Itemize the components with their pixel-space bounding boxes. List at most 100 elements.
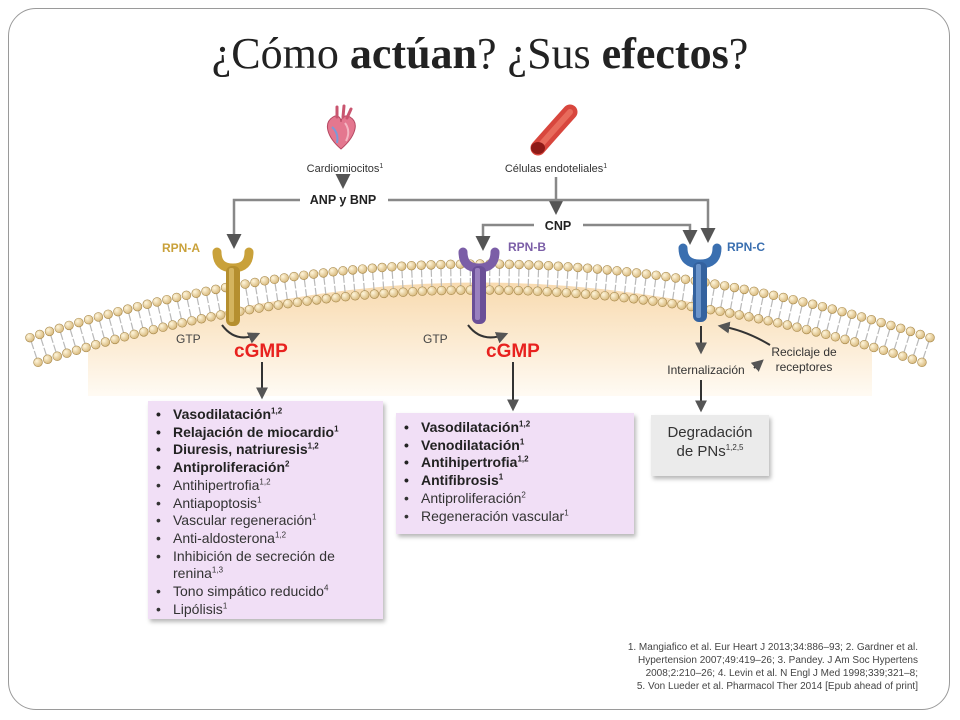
effect-a-item-text: Lipólisis [173, 600, 223, 617]
lipid-head [504, 259, 515, 270]
lipid-head [42, 354, 53, 364]
lipid-head [648, 296, 658, 306]
lipid-head [408, 286, 418, 297]
lipid-head [542, 286, 552, 297]
effect-a-item-sup: 2 [285, 459, 290, 469]
effect-b-item-sup: 2 [521, 490, 526, 500]
lipid-head [83, 314, 94, 325]
lipid-head [289, 271, 299, 282]
effect-b-item-sup: 1 [498, 472, 504, 482]
effect-b-item: Vasodilatación1,2 [404, 419, 634, 437]
effect-a-item: Lipólisis1 [156, 601, 383, 619]
effects-box-rpn-a: Vasodilatación1,2Relajación de miocardio… [148, 401, 383, 619]
rpn-c-label: RPN-C [727, 240, 765, 254]
lipid-head [759, 288, 769, 298]
lipid-head [158, 322, 168, 332]
lipid-head [211, 284, 221, 295]
lipid-head [348, 265, 358, 275]
lipid-head [763, 316, 773, 326]
lipid-head [426, 260, 436, 270]
lipid-head [406, 261, 417, 271]
effect-a-item: Antiapoptosis1 [156, 495, 383, 513]
lipid-head [308, 269, 319, 279]
effect-b-item-sup: 1,2 [519, 419, 531, 429]
lipid-head [532, 286, 543, 296]
effect-b-item-sup: 1,2 [517, 454, 529, 464]
effect-b-item: Venodilatación1 [404, 437, 634, 455]
lipid-head [81, 342, 91, 353]
lipid-head [64, 320, 74, 331]
lipid-head [279, 273, 289, 283]
lipid-head [357, 264, 368, 274]
lipid-head [338, 266, 348, 276]
lipid-head [778, 292, 789, 303]
effect-a-item-text: Inhibición de secreción de renina [173, 547, 335, 582]
lipid-head [35, 329, 45, 340]
lipid-head [264, 301, 274, 312]
lipid-head [734, 310, 745, 320]
anp-bnp-label: ANP y BNP [310, 193, 376, 207]
lipid-head [201, 286, 211, 296]
lipid-head [925, 332, 935, 343]
degradation-text: de PNs [676, 443, 726, 460]
effect-a-item: Relajación de miocardio1 [156, 424, 383, 442]
lipid-head [622, 267, 632, 277]
lipid-head [561, 288, 572, 298]
effects-list-a: Vasodilatación1,2Relajación de miocardio… [148, 406, 383, 618]
effect-b-item-text: Vasodilatación [421, 419, 520, 435]
blood-vessel-icon [530, 104, 578, 156]
lipid-head [240, 279, 250, 289]
effect-a-item: Vascular regeneración1 [156, 512, 383, 530]
effect-a-item: Vasodilatación1,2 [156, 406, 383, 424]
lipid-head [33, 357, 43, 368]
lipid-head [484, 285, 495, 295]
lipid-head [571, 288, 581, 299]
lipid-head [398, 287, 408, 297]
effect-a-item-sup: 1,3 [211, 565, 224, 575]
lipid-head [318, 268, 329, 278]
lipid-head [177, 318, 187, 328]
lipid-head [312, 295, 322, 305]
lipid-head [504, 285, 514, 296]
lipid-head [641, 269, 652, 279]
effects-box-rpn-b: Vasodilatación1,2Venodilatación1Antihipe… [396, 413, 634, 534]
effect-b-item-text: Antifibrosis [421, 472, 499, 489]
reference-line: 1. Mangiafico et al. Eur Heart J 2013;34… [627, 642, 918, 653]
cytoplasm [88, 282, 872, 396]
effect-b-item-text: Venodilatación [421, 436, 520, 453]
title-bold-2: efectos [601, 29, 729, 78]
lipid-head [602, 265, 612, 275]
lipid-head [328, 267, 338, 277]
effect-a-item: Diuresis, natriuresis1,2 [156, 441, 383, 459]
degradation-sup: 1,2,5 [725, 443, 744, 452]
lipid-head [768, 290, 779, 301]
effect-a-item-text: Antiapoptosis [173, 494, 258, 511]
lipid-head [876, 317, 886, 328]
slide-frame [8, 8, 950, 710]
lipid-head [719, 281, 730, 291]
lipid-head [811, 327, 821, 337]
effect-b-item: Antihipertrofia1,2 [404, 454, 634, 472]
lipid-head [729, 282, 740, 293]
effect-a-item: Antihipertrofia1,2 [156, 477, 383, 495]
lipid-head [638, 295, 648, 305]
title-text-1: ¿Cómo [211, 29, 350, 78]
lipid-head [103, 309, 113, 319]
effect-a-item-sup: 1,2 [259, 477, 271, 487]
lipid-head [181, 290, 192, 301]
lipid-head [514, 259, 524, 270]
lipid-head [302, 296, 312, 306]
lipid-head [612, 266, 622, 276]
effect-a-item: Tono simpático reducido4 [156, 583, 383, 601]
effect-b-item-text: Antiproliferación [421, 489, 522, 506]
effect-a-item-text: Vasodilatación [173, 406, 272, 422]
effect-a-item: Inhibición de secreción de renina1,3 [156, 548, 383, 583]
lipid-head [651, 270, 661, 280]
degradation-line-1: Degradación [667, 424, 753, 441]
lipid-head [123, 304, 133, 314]
effect-b-item: Antifibrosis1 [404, 472, 634, 490]
lipid-head [619, 292, 629, 303]
rpn-b-label: RPN-B [508, 240, 546, 254]
degradation-box: Degradación de PNs1,2,5 [651, 415, 769, 476]
